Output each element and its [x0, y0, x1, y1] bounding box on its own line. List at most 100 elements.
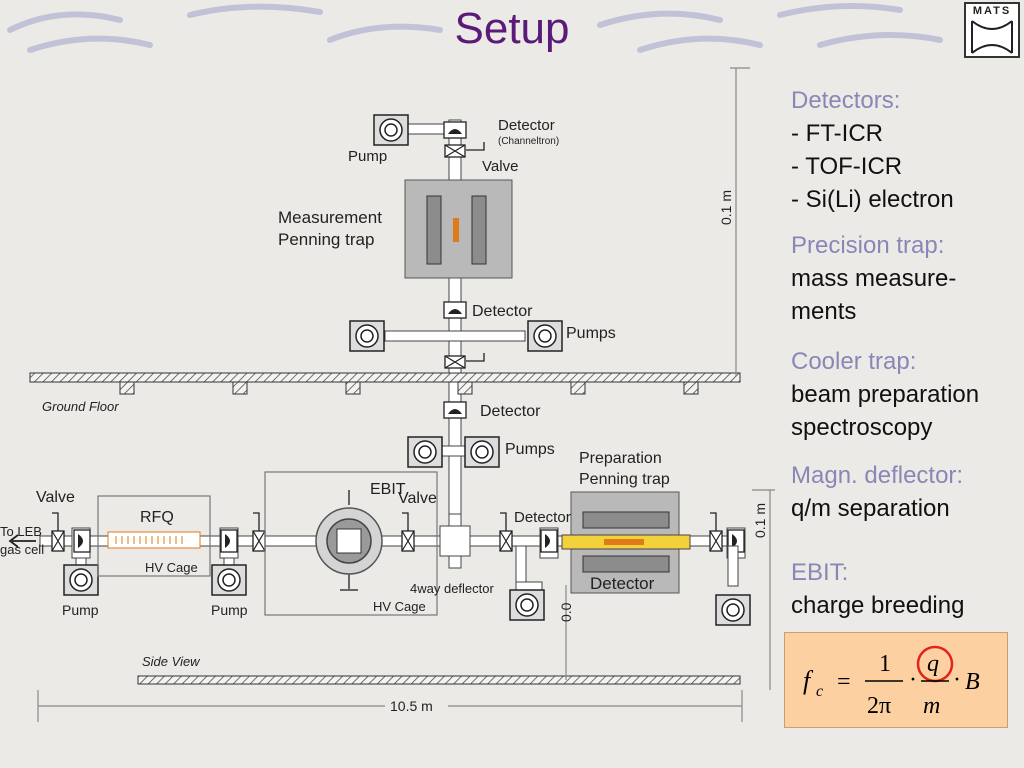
dim-upper-line: [730, 67, 750, 376]
note-precision-line-2: ments: [791, 298, 857, 325]
formula-num1: 1: [879, 651, 891, 677]
formula-lhs-sub: c: [816, 683, 823, 700]
detector-low-icon: [443, 401, 467, 419]
slide-title: Setup: [454, 4, 570, 53]
formula-lhs: f: [803, 666, 814, 695]
label-ebit: EBIT: [370, 481, 406, 498]
hv-cage-ebit: [264, 471, 438, 616]
label-gas-cell: gas cell: [0, 542, 45, 557]
note-ebit-line-1: charge breeding: [791, 592, 965, 619]
valve-left-2-icon: [252, 530, 266, 552]
logo-text: MATS: [972, 5, 1012, 17]
measurement-trap-coil-left: [426, 195, 442, 265]
label-detector-in-trap: Detector: [590, 574, 655, 593]
valve-left-icon: [51, 530, 65, 552]
prep-trap-coil-top: [582, 511, 670, 529]
valve-top-icon: [444, 144, 466, 158]
note-detectors-line-1: - FT-ICR: [791, 120, 883, 147]
rfq-body: [107, 531, 201, 549]
detector-left-icon: [73, 529, 91, 553]
mats-logo: MATS: [964, 2, 1020, 58]
pump-top-icon: [373, 114, 409, 146]
note-detectors-line-2: - TOF-ICR: [791, 153, 903, 180]
valve-mid-handle: [466, 353, 485, 362]
formula-rhs: B: [965, 669, 980, 695]
pump-low-right-icon: [464, 436, 500, 468]
label-to-leb: To LEB: [0, 524, 42, 539]
label-four-way: 4way deflector: [410, 581, 494, 596]
prep-trap-electrode: [604, 539, 644, 545]
floor-support-5: [570, 381, 586, 395]
label-ground-floor: Ground Floor: [42, 399, 119, 414]
formula-dot1: ·: [909, 667, 917, 693]
valve-left-2-handle: [253, 512, 260, 531]
deflector-port-bottom: [448, 555, 462, 569]
label-dim-zero: 0.0: [558, 602, 574, 622]
note-magn-heading: Magn. deflector:: [791, 462, 964, 489]
label-preparation: Preparation: [579, 450, 662, 467]
setup-diagram: [8, 67, 775, 722]
label-detector-right: Detector: [514, 509, 571, 526]
valve-far-right-handle: [710, 512, 717, 531]
note-cooler-heading: Cooler trap:: [791, 348, 917, 375]
floor-support-4: [457, 381, 473, 395]
formula-den1: 2π: [867, 693, 891, 719]
ground-floor-slab: [29, 372, 741, 383]
detector-mid-icon: [443, 301, 467, 319]
floor-support-6: [683, 381, 699, 395]
hv-cage-rfq: [97, 495, 211, 577]
detector-left-2-icon: [220, 529, 238, 553]
valve-right-handle: [500, 512, 507, 531]
label-dim-right: 0.1 m: [752, 502, 768, 538]
label-detector-low: Detector: [480, 403, 541, 420]
deflector-port-top: [448, 513, 462, 527]
label-valve-ebit: Valve: [398, 490, 437, 507]
pump-left-2-icon: [211, 564, 247, 596]
floor-support-2: [232, 381, 248, 395]
formula-svg: f c = 1 2π · q m · B: [803, 645, 980, 719]
pump-right-1-icon: [509, 589, 545, 621]
label-hv-cage-1: HV Cage: [145, 560, 198, 575]
dim-right-line: [752, 489, 775, 690]
label-dim-length: 10.5 m: [390, 698, 433, 714]
measurement-trap-electrode: [453, 218, 459, 242]
valve-ebit-icon: [401, 530, 415, 552]
label-measurement-penning: Penning trap: [278, 230, 375, 249]
label-dim-upper: 0.1 m: [718, 189, 734, 225]
detector-top-icon: [443, 121, 467, 139]
label-pump-left-1: Pump: [62, 602, 99, 618]
label-measurement: Measurement: [278, 208, 382, 227]
note-cooler-line-2: spectroscopy: [791, 414, 933, 441]
note-detectors-heading: Detectors:: [791, 87, 901, 114]
note-detectors-line-3: - Si(Li) electron: [791, 186, 954, 213]
measurement-trap-coil-right: [471, 195, 487, 265]
label-channeltron: (Channeltron): [498, 136, 560, 147]
note-precision-trap: Precision trap: mass measure- ments: [791, 229, 956, 328]
note-precision-line-1: mass measure-: [791, 265, 957, 292]
detector-right-icon: [540, 529, 558, 553]
valve-far-right-icon: [709, 530, 723, 552]
note-ebit: EBIT: charge breeding: [791, 556, 964, 622]
formula-num2: q: [927, 651, 939, 677]
label-rfq: RFQ: [140, 509, 174, 526]
valve-mid-icon: [444, 355, 466, 369]
dim-length-line: [37, 690, 743, 722]
valve-left-handle: [52, 512, 59, 531]
formula-den2: m: [923, 693, 940, 719]
formula-equals: =: [837, 669, 851, 695]
label-detector-top: Detector: [498, 117, 555, 134]
valve-ebit-handle: [402, 512, 409, 531]
label-preparation-penning: Penning trap: [579, 471, 670, 488]
label-pumps-low: Pumps: [505, 441, 555, 458]
pump-mid-right-icon: [527, 320, 563, 352]
rfq-segments: [115, 536, 183, 544]
label-detector-mid: Detector: [472, 303, 533, 320]
valve-top-handle: [466, 142, 485, 151]
pump-low-left-icon: [407, 436, 443, 468]
pump-right-1-line: [515, 545, 527, 587]
four-way-deflector-box: [439, 525, 471, 557]
label-valve-left: Valve: [36, 489, 75, 506]
to-leb-arrow: [8, 534, 36, 548]
note-detectors: Detectors: - FT-ICR - TOF-ICR - Si(Li) e…: [791, 84, 954, 216]
